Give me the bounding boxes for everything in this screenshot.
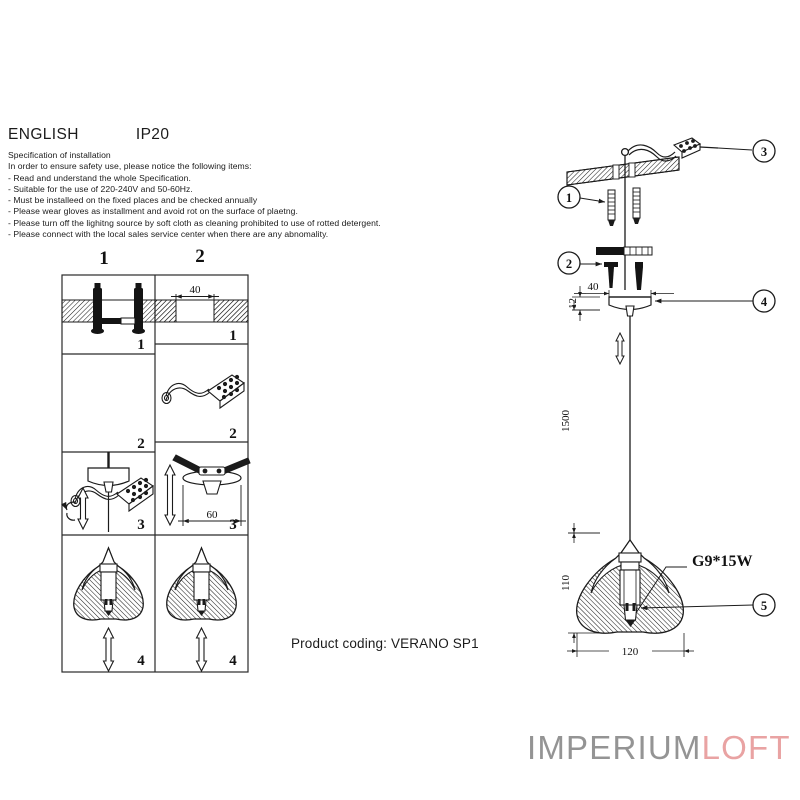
anchor-bolt bbox=[132, 283, 145, 334]
callout-2: 2 bbox=[557, 251, 602, 275]
dimension-1500-drop bbox=[568, 300, 600, 543]
spec-item: - Please connect with the local sales se… bbox=[8, 229, 329, 240]
step-cell-1-4: 4 bbox=[73, 546, 145, 673]
canopy-height-dimension: 12 bbox=[567, 298, 579, 309]
anchor-bolt bbox=[91, 283, 104, 334]
step-cell-2-3: 60 3 bbox=[164, 454, 251, 533]
dimension-60-bracket bbox=[178, 485, 246, 526]
step-number: 4 bbox=[137, 653, 145, 669]
dimension-40-ceiling bbox=[171, 294, 219, 302]
callout-label: 4 bbox=[761, 295, 768, 309]
spec-item: - Read and understand the whole Specific… bbox=[8, 172, 191, 183]
imperiumloft-logo: IMPERIUMLOFT bbox=[527, 729, 791, 767]
spec-item: - Please turn off the lighitng source by… bbox=[8, 217, 381, 228]
product-coding-label: Product coding: VERANO SP1 bbox=[291, 636, 479, 651]
direction-arrow bbox=[102, 626, 115, 673]
step-number: 3 bbox=[137, 517, 145, 533]
mounting-screw bbox=[635, 262, 643, 290]
power-cable bbox=[627, 144, 677, 162]
shade-width-dimension: 120 bbox=[622, 646, 639, 658]
lamp-spec-leader bbox=[635, 566, 687, 614]
terminal-block bbox=[116, 477, 154, 513]
step-cell-2-4: 4 bbox=[166, 546, 237, 673]
dimension-110-shade bbox=[568, 523, 600, 643]
direction-arrow bbox=[77, 486, 89, 531]
terminal-bar bbox=[596, 246, 653, 256]
logo-text-imperium: IMPERIUM bbox=[527, 729, 702, 766]
ceiling-hole-dimension: 40 bbox=[190, 284, 202, 296]
mounting-screw bbox=[604, 262, 618, 288]
spec-title: Specification of installation bbox=[8, 150, 111, 160]
step-number: 2 bbox=[229, 426, 237, 442]
assembly-drawing: 40 12 1500 bbox=[557, 137, 776, 658]
lamp-holder bbox=[618, 552, 642, 606]
step-cell-1-2: 2 bbox=[70, 436, 154, 513]
expansion-anchor bbox=[632, 187, 641, 224]
callout-4: 4 bbox=[655, 289, 776, 313]
wire-eyelet bbox=[620, 147, 630, 157]
rotation-arrow bbox=[60, 501, 76, 521]
spec-item: - Suitable for the use of 220-240V and 5… bbox=[8, 183, 193, 194]
expansion-anchor bbox=[607, 189, 616, 226]
logo-text-loft: LOFT bbox=[701, 729, 791, 766]
shade-height-dimension: 110 bbox=[560, 574, 572, 591]
plug-connector bbox=[672, 137, 719, 159]
ceiling-slab bbox=[566, 156, 680, 186]
callout-label: 5 bbox=[761, 599, 767, 613]
ip-rating-label: IP20 bbox=[135, 126, 170, 143]
specification-text-block: Specification of installation In order t… bbox=[8, 150, 438, 240]
step-column-header-1: 1 bbox=[99, 248, 109, 269]
callout-1: 1 bbox=[557, 185, 606, 209]
step-number: 1 bbox=[137, 337, 145, 353]
step-column-header-2: 2 bbox=[195, 246, 205, 267]
step-cell-1-3: 3 bbox=[60, 452, 145, 533]
callout-3: 3 bbox=[717, 139, 776, 163]
step-number: 2 bbox=[137, 436, 145, 452]
step-cell-2-2: 2 bbox=[161, 374, 245, 442]
language-label: ENGLISH bbox=[8, 126, 79, 143]
step-number: 1 bbox=[229, 328, 237, 344]
drop-length-dimension: 1500 bbox=[560, 410, 572, 433]
step-number: 3 bbox=[229, 517, 237, 533]
canopy-width-dimension: 40 bbox=[588, 281, 600, 293]
lamp-spec-label: G9*15W bbox=[692, 553, 752, 570]
direction-arrow bbox=[195, 626, 208, 673]
dimension-120-shade bbox=[567, 633, 694, 657]
spec-item: - Please wear gloves as installment and … bbox=[8, 206, 298, 217]
callout-label: 1 bbox=[566, 191, 572, 205]
ceiling-canopy bbox=[608, 296, 652, 317]
dimension-40-canopy bbox=[574, 290, 674, 299]
direction-arrow bbox=[615, 331, 625, 366]
terminal-block bbox=[207, 374, 245, 410]
callout-5: 5 bbox=[640, 593, 776, 617]
direction-arrow bbox=[164, 463, 176, 527]
bracket-dimension: 60 bbox=[207, 509, 219, 521]
g9-bulb bbox=[623, 603, 638, 627]
callout-label: 3 bbox=[761, 145, 767, 159]
callout-label: 2 bbox=[566, 257, 572, 271]
step-number: 4 bbox=[229, 653, 237, 669]
spec-item: - Must be installeed on the fixed places… bbox=[8, 195, 258, 206]
spec-intro: In order to ensure safety use, please no… bbox=[8, 161, 252, 172]
document-header: ENGLISH IP20 bbox=[8, 126, 169, 144]
installation-steps-panel: 1 2 bbox=[60, 246, 251, 673]
step-cell-2-1: 40 1 bbox=[154, 284, 249, 344]
